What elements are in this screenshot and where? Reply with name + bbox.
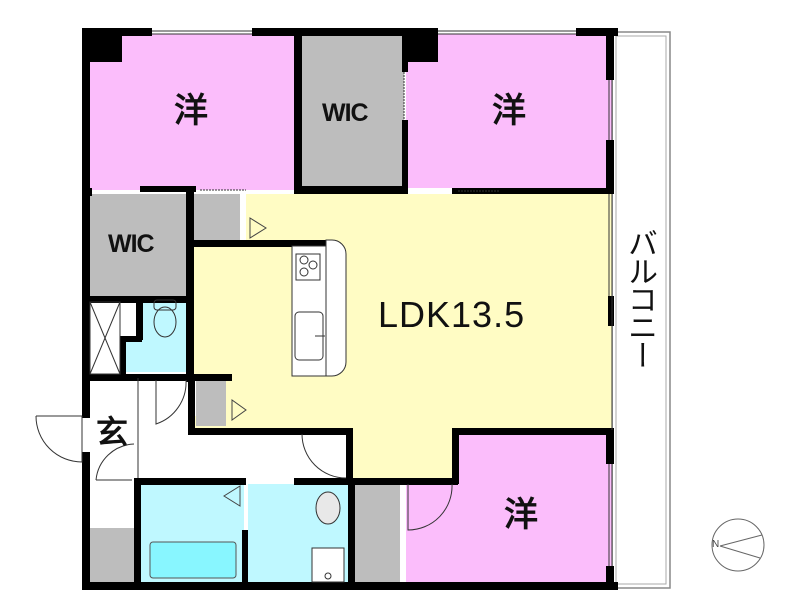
room-wic-top[interactable] — [300, 34, 404, 188]
label-western-ne: 洋 — [492, 91, 526, 131]
shoe-storage — [90, 528, 136, 584]
room-western-ne[interactable] — [406, 34, 612, 188]
walls — [82, 28, 618, 590]
bathtub — [149, 541, 237, 579]
label-western-se: 洋 — [504, 495, 538, 535]
fixtures — [35, 30, 613, 583]
label-wic-top: WIC — [322, 99, 369, 127]
storage-se — [354, 484, 400, 584]
label-western-nw: 洋 — [174, 91, 208, 131]
balcony-area — [611, 31, 671, 589]
compass-north-label: N — [712, 539, 720, 550]
label-balcony: バルコニー — [622, 228, 657, 368]
room-western-se[interactable] — [406, 434, 612, 584]
storage-upper — [194, 194, 240, 242]
room-western-nw[interactable] — [88, 34, 296, 190]
compass-icon — [711, 518, 765, 572]
room-wic-left[interactable] — [88, 194, 188, 298]
label-ldk: LDK13.5 — [378, 294, 526, 335]
hall — [90, 378, 350, 530]
label-entrance: 玄 — [96, 413, 129, 451]
storage-lower — [196, 380, 226, 426]
label-wic-left: WIC — [108, 230, 155, 258]
